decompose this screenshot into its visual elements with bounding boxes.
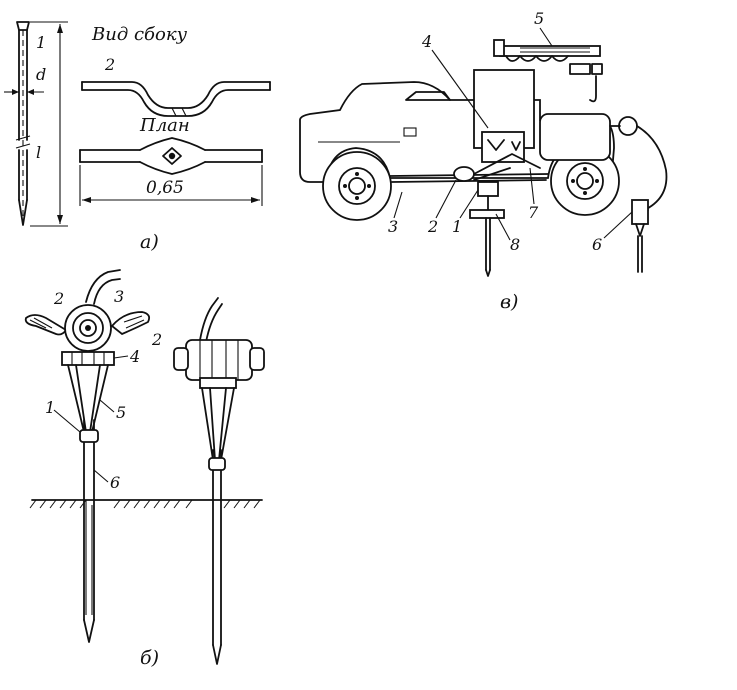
truck-label-4: 4 [421,32,432,51]
rod-drawing [4,21,68,227]
truck-equipment [473,39,638,163]
truck-label-2: 2 [427,217,438,236]
rod-label-1: 1 [36,33,46,52]
device-label-3: 3 [114,287,124,306]
plan-view-bar [79,137,263,175]
vibrator-device-side [173,297,265,665]
truck-label-8: 8 [510,235,520,254]
device-label-4: 4 [129,347,140,366]
width-dimension [79,165,263,206]
truck-label-3: 3 [388,217,398,236]
ground-probe [631,199,649,273]
truck-wheel-front [322,151,392,221]
panel-v: 4 5 3 2 1 7 8 6 в) [299,9,668,313]
rod-label-d: d [36,65,46,84]
side-view-label-2: 2 [104,55,115,74]
truck-label-1: 1 [452,217,462,236]
rod-label-l: l [36,143,41,162]
truck-label-5: 5 [534,9,544,28]
device-label-2-left: 2 [53,289,64,308]
truck-lift-mechanism [453,153,541,277]
device-label-1: 1 [45,398,55,417]
device-label-2-right: 2 [151,330,162,349]
panel-a: 1 d l Вид сбоку 2 План [4,21,271,253]
side-view-bar [81,81,271,117]
side-view-title: Вид сбоку [91,24,188,45]
truck-label-7: 7 [528,203,539,222]
caption-a: а) [140,231,159,253]
device-label-5: 5 [116,403,126,422]
panel-b: 2 3 2 4 1 5 6 [24,269,265,669]
vibrator-device-front [24,269,151,643]
device-label-6: 6 [110,473,120,492]
plan-title: План [139,115,190,136]
caption-v: в) [500,291,518,313]
width-dimension-label: 0,65 [146,178,184,198]
truck-label-6: 6 [592,235,602,254]
ground-line [29,499,263,509]
caption-b: б) [140,647,159,669]
